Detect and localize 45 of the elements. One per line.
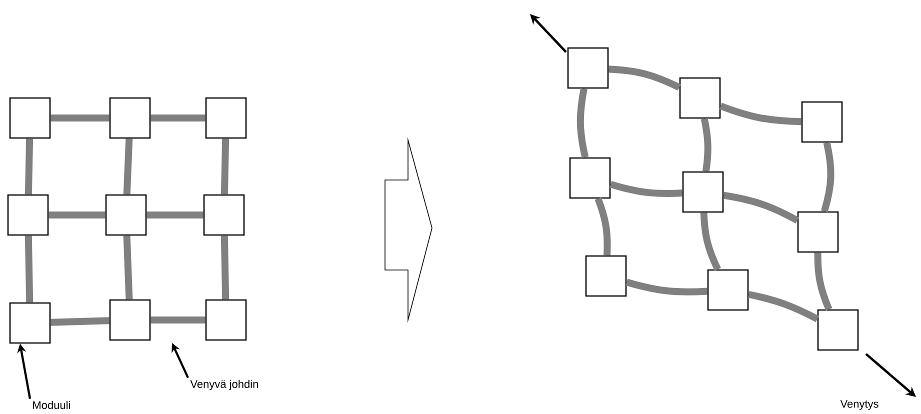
connector-line: [594, 197, 611, 256]
connector-line: [723, 192, 800, 224]
module-box: [109, 97, 151, 139]
module-box: [9, 302, 51, 344]
module-box: [567, 47, 609, 89]
module-box: [205, 97, 247, 139]
module-box: [585, 255, 627, 297]
module-box: [205, 299, 247, 341]
connector-line: [700, 118, 712, 172]
connector-line: [608, 66, 681, 91]
connector-line: [610, 180, 682, 197]
module-box: [682, 171, 724, 213]
stretch-label: Venytys: [840, 400, 878, 410]
module-box: [817, 309, 859, 351]
connector-line: [24, 138, 34, 194]
connector-line: [48, 212, 106, 218]
module-box: [109, 299, 151, 341]
connector-line: [24, 236, 34, 302]
connector-line: [123, 236, 133, 300]
leader-label: Moduuli: [33, 400, 70, 410]
module-box: [797, 211, 839, 253]
connector-line: [50, 317, 110, 326]
connector-line: [626, 278, 708, 296]
connector-line: [576, 88, 589, 158]
connector-line: [150, 114, 206, 122]
connector-line: [820, 142, 834, 212]
module-box: [707, 269, 749, 311]
module-box: [679, 77, 721, 119]
connector-line: [50, 114, 110, 122]
connector-line: [150, 316, 206, 324]
connector-line: [700, 212, 721, 271]
module-box: [105, 194, 147, 236]
connector-line: [814, 252, 832, 311]
connector-line: [123, 138, 133, 194]
module-box: [569, 157, 611, 199]
module-box: [203, 194, 245, 236]
connector-line: [748, 290, 819, 322]
connector-line: [220, 236, 230, 300]
connector-line: [220, 138, 230, 194]
module-box: [801, 101, 843, 143]
connector-line: [719, 102, 802, 126]
leader-label: Venyvä johdin: [190, 380, 258, 390]
module-box: [9, 97, 51, 139]
connector-line: [146, 212, 204, 218]
module-box: [7, 194, 49, 236]
